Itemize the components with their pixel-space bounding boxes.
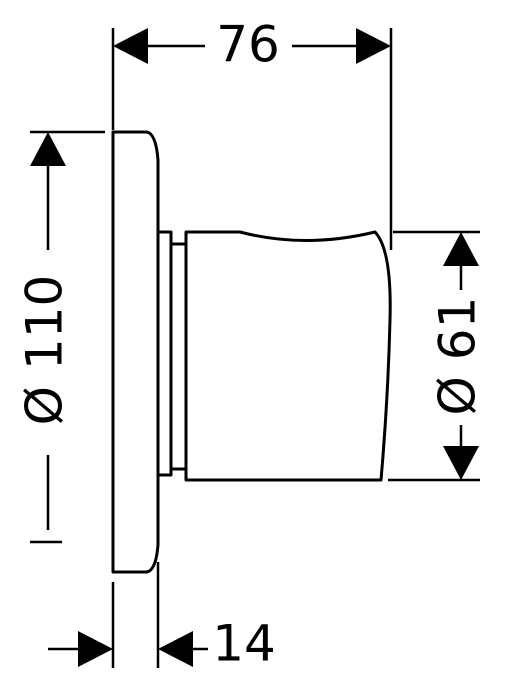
dimension-height	[30, 130, 105, 544]
arrow-left-icon	[158, 631, 193, 667]
product-outline	[111, 130, 392, 574]
arrow-up-icon	[443, 232, 479, 266]
arrow-right-icon	[356, 28, 391, 64]
width-label: 76	[216, 16, 280, 74]
dimension-width	[111, 28, 393, 250]
depth-label: 14	[212, 615, 276, 673]
arrow-up-icon	[30, 132, 66, 166]
arrow-down-icon	[443, 446, 479, 480]
height-label: Ø 110	[16, 275, 74, 426]
arrow-right-icon	[78, 631, 113, 667]
dimension-knob	[388, 230, 480, 482]
spacer-collar	[156, 230, 173, 477]
spacer-collar-inner	[169, 242, 188, 471]
dimension-depth	[48, 562, 208, 668]
handle-body	[184, 230, 392, 482]
arrow-left-icon	[113, 28, 148, 64]
wall-plate	[111, 130, 160, 574]
knob-diameter-label: Ø 61	[429, 297, 487, 416]
